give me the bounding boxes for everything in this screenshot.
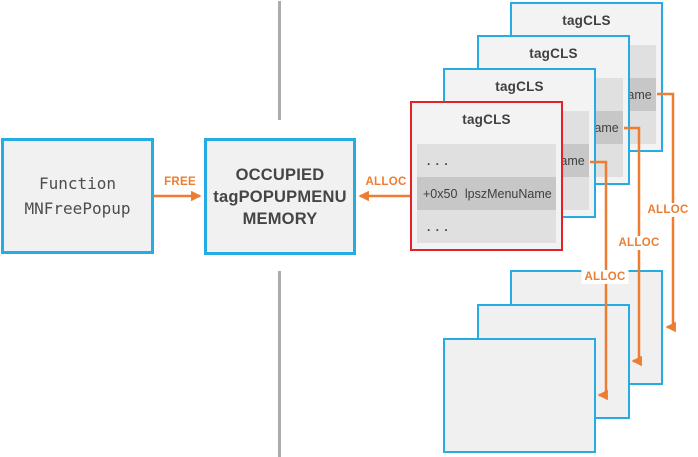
occupied-label-line1: OCCUPIED — [235, 165, 325, 184]
tagcls-title: tagCLS — [495, 79, 544, 94]
occupied-label-line3: MEMORY — [242, 209, 318, 228]
allocated-box-front — [443, 338, 596, 453]
function-label-line2: MNFreePopup — [24, 199, 131, 218]
alloc-label-3: ALLOC — [581, 270, 629, 284]
alloc-label-2: ALLOC — [615, 236, 663, 250]
tagcls-title: tagCLS — [562, 13, 611, 28]
function-label-line1: Function — [38, 174, 117, 193]
free-label: FREE — [164, 176, 196, 188]
divider-line-bottom — [278, 271, 281, 457]
memory-row-ellipsis-bottom: . . . — [417, 210, 556, 243]
tagcls-title: tagCLS — [462, 112, 511, 127]
memory-row-lpszmenuname: +0x50 lpszMenuName — [417, 177, 556, 210]
tagcls-box-front-highlighted: tagCLS . . . +0x50 lpszMenuName . . . — [410, 101, 563, 251]
tagcls-rows: . . . +0x50 lpszMenuName . . . — [417, 144, 556, 243]
divider-line-top — [278, 1, 281, 120]
tagcls-title: tagCLS — [529, 46, 578, 61]
alloc-label-main: ALLOC — [365, 176, 407, 188]
occupied-label-line2: tagPOPUPMENU — [213, 187, 347, 206]
memory-row-ellipsis-top: . . . — [417, 144, 556, 177]
function-mnfreepopup-box: Function MNFreePopup — [1, 138, 154, 254]
occupied-memory-box: OCCUPIED tagPOPUPMENU MEMORY — [204, 138, 356, 255]
alloc-label-1: ALLOC — [644, 203, 692, 217]
